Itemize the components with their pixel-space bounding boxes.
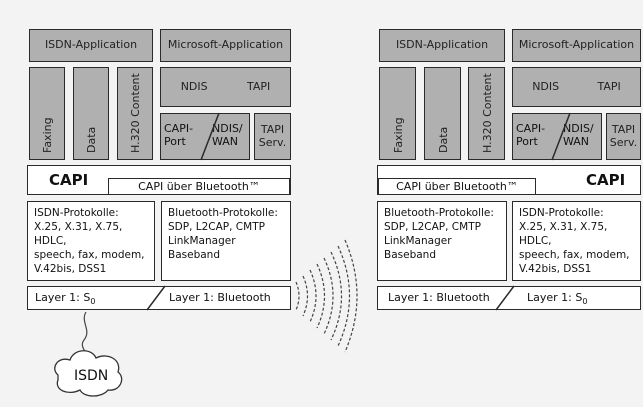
left-ndis-label: NDIS bbox=[180, 79, 208, 93]
right-port-slash bbox=[551, 112, 571, 161]
left-tapi-serv-box: TAPI Serv. bbox=[254, 113, 291, 160]
left-capi-bluetooth-label: CAPI über Bluetooth™ bbox=[138, 180, 260, 193]
right-h320-box: H.320 Content bbox=[468, 67, 505, 160]
right-layer1-slash bbox=[495, 285, 515, 311]
right-capi-bluetooth-label: CAPI über Bluetooth™ bbox=[396, 180, 518, 193]
right-capi-bluetooth-box: CAPI über Bluetooth™ bbox=[378, 178, 536, 195]
left-layer1-bar bbox=[27, 286, 291, 310]
left-isdn-application-label: ISDN-Application bbox=[44, 38, 138, 52]
right-tapi-label: TAPI bbox=[597, 79, 621, 93]
left-capi-port-ndis-wan-box bbox=[160, 113, 250, 160]
left-capi-bluetooth-box: CAPI über Bluetooth™ bbox=[108, 178, 290, 195]
left-microsoft-application-label: Microsoft-Application bbox=[167, 38, 284, 52]
right-layer1-bar bbox=[377, 286, 641, 310]
left-tapi-label: TAPI bbox=[247, 79, 271, 93]
right-isdn-application-box: ISDN-Application bbox=[379, 29, 505, 62]
right-data-box: Data bbox=[424, 67, 461, 160]
left-h320-box: H.320 Content bbox=[117, 67, 153, 160]
right-ndis-wan-label: NDIS/ WAN bbox=[563, 122, 594, 148]
left-isdn-protocols-box: ISDN-Protokolle: X.25, X.31, X.75, HDLC,… bbox=[27, 201, 155, 281]
right-isdn-protocols-box: ISDN-Protokolle: X.25, X.31, X.75, HDLC,… bbox=[512, 201, 641, 281]
left-bluetooth-protocols-box: Bluetooth-Protokolle: SDP, L2CAP, CMTP L… bbox=[161, 201, 291, 281]
left-microsoft-application-box: Microsoft-Application bbox=[160, 29, 291, 62]
left-faxing-box: Faxing bbox=[29, 67, 65, 160]
left-data-box: Data bbox=[73, 67, 109, 160]
left-ndis-tapi-box: NDIS TAPI bbox=[160, 67, 291, 107]
right-faxing-box: Faxing bbox=[379, 67, 416, 160]
right-capi-port-ndis-wan-box bbox=[512, 113, 602, 160]
left-ndis-wan-label: NDIS/ WAN bbox=[212, 122, 243, 148]
left-capi-label: CAPI bbox=[49, 171, 89, 189]
right-capi-label: CAPI bbox=[586, 171, 626, 189]
right-microsoft-application-label: Microsoft-Application bbox=[518, 38, 635, 52]
right-tapi-serv-box: TAPI Serv. bbox=[606, 113, 641, 160]
left-layer1-bluetooth-label: Layer 1: Bluetooth bbox=[169, 291, 271, 304]
left-layer1-slash bbox=[146, 285, 166, 311]
right-capi-port-label: CAPI- Port bbox=[516, 122, 546, 148]
right-ndis-tapi-box: NDIS TAPI bbox=[512, 67, 641, 107]
bluetooth-waves bbox=[295, 239, 358, 353]
right-layer1-bluetooth-label: Layer 1: Bluetooth bbox=[388, 291, 490, 304]
right-ndis-label: NDIS bbox=[532, 79, 560, 93]
left-capi-port-label: CAPI- Port bbox=[164, 122, 194, 148]
left-tapi-serv-label: TAPI Serv. bbox=[258, 122, 287, 149]
left-port-slash bbox=[200, 112, 220, 161]
isdn-cloud-label: ISDN bbox=[74, 368, 109, 384]
right-microsoft-application-box: Microsoft-Application bbox=[512, 29, 641, 62]
right-tapi-serv-label: TAPI Serv. bbox=[609, 122, 638, 149]
left-layer1-s0-label: Layer 1: S0 bbox=[35, 291, 96, 307]
right-isdn-application-label: ISDN-Application bbox=[395, 38, 489, 52]
right-bluetooth-protocols-box: Bluetooth-Protokolle: SDP, L2CAP, CMTP L… bbox=[377, 201, 507, 281]
right-layer1-s0-label: Layer 1: S0 bbox=[527, 291, 588, 307]
isdn-cloud bbox=[54, 350, 123, 397]
left-isdn-application-box: ISDN-Application bbox=[29, 29, 153, 62]
